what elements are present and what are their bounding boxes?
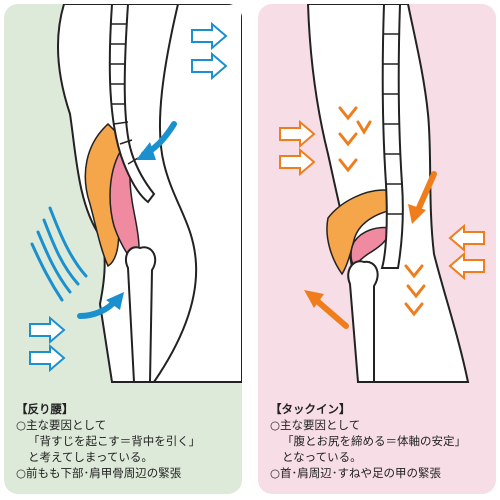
arrow-compress-down-icon	[415, 171, 437, 213]
hollow-arrow-icon	[448, 223, 485, 253]
cause-quote: 「背すじを起こす＝背中を引く」	[28, 434, 201, 448]
cause-label: ○主な要因として	[270, 418, 361, 432]
femur-bone	[347, 260, 379, 383]
motion-lines	[30, 206, 88, 302]
cause-tail: と考えてしまっている。	[28, 450, 153, 464]
sway-back-illustration	[4, 4, 242, 494]
spine	[380, 4, 404, 269]
tension-note: ○首･肩周辺･すねや足の甲の緊張	[270, 466, 442, 480]
hollow-arrow-icon	[29, 315, 66, 345]
hip-flexor-pink	[350, 226, 391, 268]
sway-back-caption: 【反り腰】 ○主な要因として 「背すじを起こす＝背中を引く」 と考えてしまってい…	[16, 401, 236, 481]
cause-label: ○主な要因として	[16, 418, 107, 432]
arrows-right-outside	[191, 21, 228, 81]
hollow-arrow-icon	[448, 251, 485, 281]
tension-chevrons-lower	[404, 264, 426, 317]
arrowhead	[106, 292, 124, 310]
cause-tail: となっている。	[282, 450, 362, 464]
spine-segments	[109, 23, 139, 165]
panel-sway-back: 【反り腰】 ○主な要因として 「背すじを起こす＝背中を引く」 と考えてしまってい…	[4, 4, 242, 494]
spine	[108, 4, 156, 204]
spine-segments	[383, 33, 402, 215]
abdominal-muscle-orange	[326, 189, 396, 276]
arrow-pelvis-tuck-icon	[313, 297, 349, 329]
caption-title: 【タックイン】	[270, 402, 351, 416]
hollow-arrow-icon	[191, 21, 228, 51]
tension-note: ○前もも下部･肩甲骨周辺の緊張	[16, 466, 182, 480]
hollow-arrow-icon	[29, 343, 66, 373]
arrowhead	[304, 290, 324, 308]
arrowhead	[136, 142, 156, 160]
tuck-in-caption: 【タックイン】 ○主な要因として 「腹とお尻を締める＝体軸の安定」 となっている…	[270, 401, 490, 481]
back-contour	[153, 4, 198, 383]
tuck-in-illustration	[258, 4, 496, 494]
arrowhead	[408, 204, 426, 224]
panel-tuck-in: 【タックイン】 ○主な要因として 「腹とお尻を締める＝体軸の安定」 となっている…	[258, 4, 496, 494]
cause-quote: 「腹とお尻を締める＝体軸の安定」	[282, 434, 466, 448]
caption-title: 【反り腰】	[16, 402, 74, 416]
hollow-arrow-icon	[191, 51, 228, 81]
femur-bone	[124, 246, 157, 383]
hollow-arrow-icon	[279, 147, 316, 177]
tension-chevrons-upper	[338, 106, 372, 173]
hollow-arrow-icon	[279, 119, 316, 149]
